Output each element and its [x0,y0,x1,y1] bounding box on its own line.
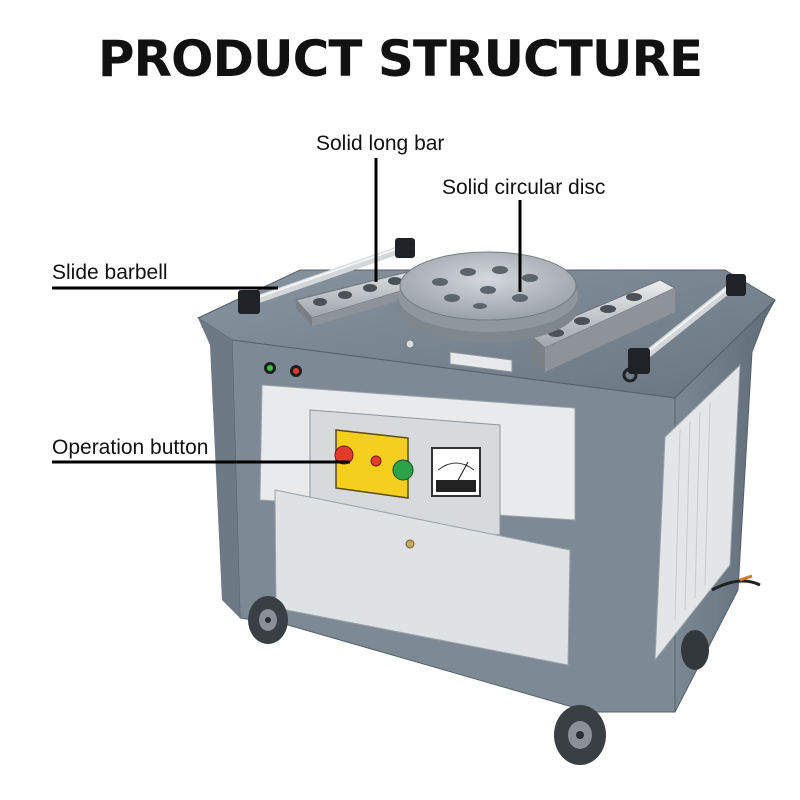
page-title: PRODUCT STRUCTURE [97,30,703,88]
front-left-wheel [248,596,288,644]
left-slide-barbell [246,244,409,306]
rear-right-wheel [681,630,709,670]
label-slide-barbell: Slide barbell [52,261,168,284]
lower-door-panel [274,489,571,666]
green-start-button [392,459,414,481]
front-right-wheel [554,705,606,765]
label-operation-button: Operation button [52,436,209,459]
label-solid-long-bar: Solid long bar [316,132,445,155]
right-slide-barbell [636,280,739,364]
label-solid-circular-disc: Solid circular disc [442,176,606,199]
red-stop-button [334,445,354,465]
